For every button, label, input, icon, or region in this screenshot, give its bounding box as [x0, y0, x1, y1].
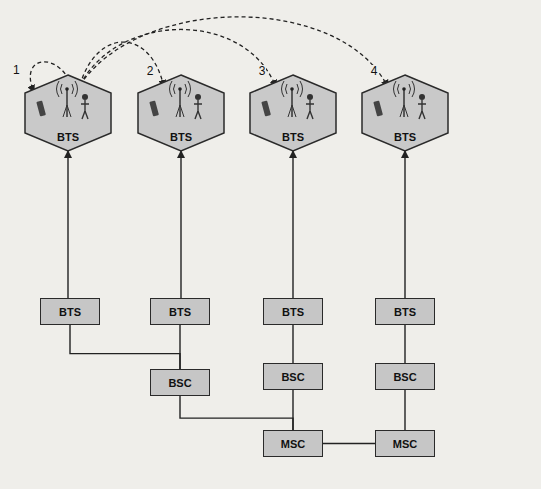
callout-number: 3	[258, 65, 267, 78]
network-box: BTS	[375, 298, 435, 325]
network-box: MSC	[263, 430, 323, 457]
link-line	[180, 396, 293, 430]
node-label: BTS	[282, 306, 304, 318]
network-box: MSC	[375, 430, 435, 457]
handover-arrow	[80, 42, 164, 87]
network-box: BTS	[263, 298, 323, 325]
callout-number: 2	[146, 65, 155, 78]
network-box: BTS	[150, 298, 210, 325]
link-line	[70, 325, 180, 369]
node-label: BSC	[393, 371, 416, 383]
link-line	[404, 325, 405, 363]
handover-arrow	[80, 17, 388, 87]
callout-number: 1	[12, 64, 21, 77]
node-label: BTS	[282, 131, 304, 143]
callout-number: 4	[370, 65, 379, 78]
node-label: BTS	[59, 306, 81, 318]
link-line	[404, 390, 405, 430]
link-line	[292, 151, 293, 298]
node-label: MSC	[281, 438, 305, 450]
node-label: BSC	[168, 377, 191, 389]
node-label: BTS	[394, 306, 416, 318]
network-box: BSC	[375, 363, 435, 390]
network-box: BSC	[263, 363, 323, 390]
cell-hexagon: BTS	[25, 75, 111, 151]
link-line	[180, 151, 181, 298]
network-box: BTS	[40, 298, 100, 325]
link-line	[323, 443, 375, 444]
node-label: BSC	[281, 371, 304, 383]
link-line	[67, 151, 68, 298]
node-label: BTS	[170, 131, 192, 143]
cell-hexagon: BTS	[362, 75, 448, 151]
node-label: BTS	[394, 131, 416, 143]
node-label: BTS	[57, 131, 79, 143]
network-box: BSC	[150, 369, 210, 396]
link-line	[179, 325, 180, 369]
node-label: BTS	[169, 306, 191, 318]
link-line	[292, 390, 293, 430]
node-label: MSC	[393, 438, 417, 450]
link-line	[404, 151, 405, 298]
link-line	[292, 325, 293, 363]
cell-hexagon: BTS	[138, 75, 224, 151]
cell-hexagon: BTS	[250, 75, 336, 151]
